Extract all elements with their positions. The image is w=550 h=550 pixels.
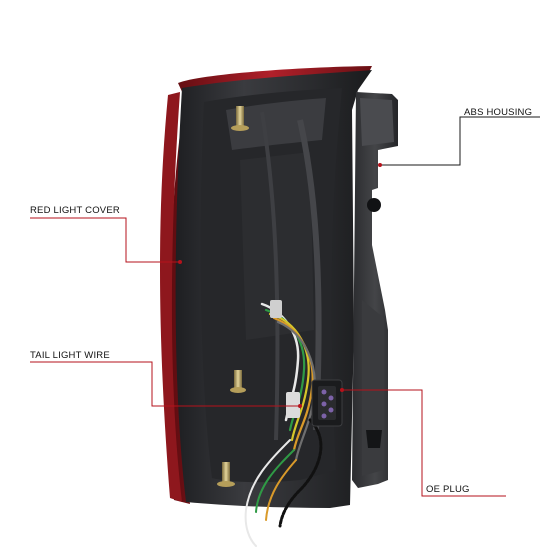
wire-grommet (270, 300, 282, 318)
oe-plug (311, 379, 343, 427)
callout-oe-plug: OE PLUG (426, 484, 470, 495)
leader-oe-plug (342, 389, 506, 497)
leader-abs-housing (380, 116, 540, 166)
leader-tail-light-wire (30, 361, 300, 407)
wire-connector (286, 392, 300, 418)
mounting-hole (367, 198, 381, 212)
callout-tail-light-wire: TAIL LIGHT WIRE (30, 350, 110, 361)
callout-red-light-cover: RED LIGHT COVER (30, 205, 120, 216)
mounting-slot (366, 430, 382, 448)
mounting-stud-middle (230, 370, 246, 393)
callout-abs-housing: ABS HOUSING (464, 107, 533, 118)
leader-red-light-cover (30, 217, 180, 263)
mounting-stud-bottom (217, 462, 235, 487)
mounting-stud-top (231, 106, 249, 131)
